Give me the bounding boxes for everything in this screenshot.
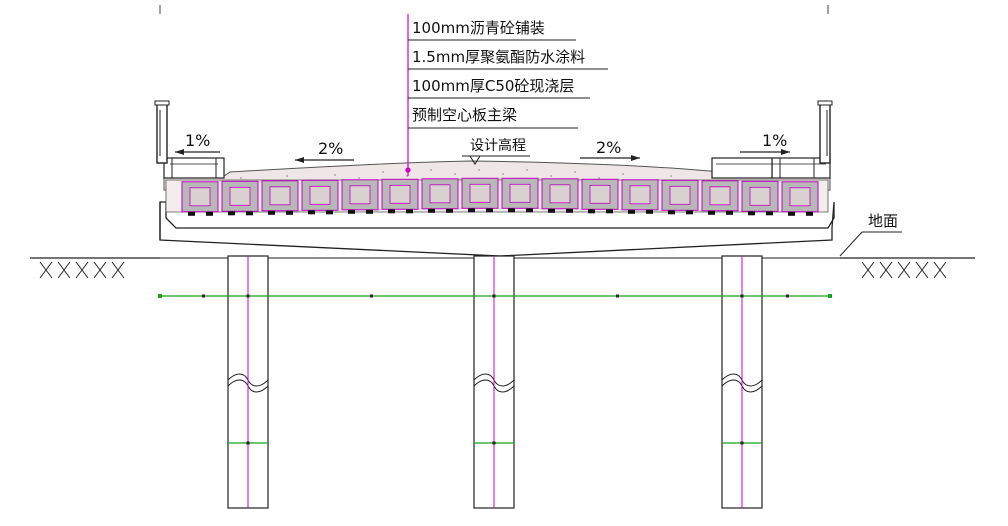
bearing-pad: [228, 211, 235, 216]
ground-right: [840, 257, 975, 279]
bearing-pad: [668, 210, 675, 215]
pile-middle: [473, 255, 515, 509]
bearing-pad: [566, 208, 573, 213]
layer-label-1: 100mm沥青砼铺装: [412, 19, 545, 37]
layer-label-3: 100mm厚C50砼现浇层: [412, 77, 574, 95]
beam-void: [349, 185, 371, 205]
callout-leader-dot: [405, 167, 411, 173]
slope-label-right-outer: 1%: [762, 131, 787, 150]
bearing-pad: [606, 209, 613, 214]
beam-void: [189, 187, 211, 207]
beam-void: [429, 184, 451, 204]
beam-void: [229, 186, 251, 206]
bearing-pad: [188, 211, 195, 216]
ground-left: [30, 257, 160, 279]
design-elevation-label: 设计高程: [470, 137, 526, 154]
slope-arrow-left-inner: 2%: [295, 139, 354, 163]
beam-void: [709, 186, 731, 206]
hollow-core-beam: [381, 178, 419, 210]
bearing-pad: [446, 208, 453, 213]
beam-void: [629, 185, 651, 205]
cap-beam: [159, 201, 835, 257]
layer-callout: 100mm沥青砼铺装 1.5mm厚聚氨酯防水涂料 100mm厚C50砼现浇层 预…: [405, 14, 608, 176]
beam-void: [669, 185, 691, 205]
bearing-pad: [326, 210, 333, 215]
bearing-pad: [308, 210, 315, 215]
beam-void: [269, 186, 291, 206]
ground-callout: 地面: [839, 212, 902, 257]
sidewalk-right: [711, 157, 831, 179]
bearing-pad: [588, 209, 595, 214]
slope-arrow-left-outer: 1%: [175, 131, 220, 155]
bearing-pad: [508, 208, 515, 213]
slope-label-right-inner: 2%: [596, 138, 621, 157]
beam-void: [749, 186, 771, 206]
design-elevation-marker: 设计高程: [462, 137, 530, 165]
beam-void: [589, 184, 611, 204]
hollow-core-beam: [661, 179, 699, 211]
slope-arrow-right-outer: 1%: [740, 131, 790, 155]
beam-void: [389, 184, 411, 204]
bearing-pad: [766, 211, 773, 216]
hollow-core-beams: [181, 177, 819, 213]
sidewalk-left: [163, 157, 225, 179]
bearing-pad: [388, 209, 395, 214]
bearing-pad: [788, 211, 795, 216]
railing-right: [817, 100, 833, 164]
bearing-pad: [246, 211, 253, 216]
bearing-pad: [806, 211, 813, 216]
pile-right: [721, 255, 763, 509]
bearing-pad: [548, 208, 555, 213]
slope-label-left-inner: 2%: [318, 139, 343, 158]
bearing-pad: [428, 208, 435, 213]
bearing-pad: [686, 210, 693, 215]
beam-void: [789, 187, 811, 207]
bearing-pad: [286, 210, 293, 215]
bearing-pad: [268, 210, 275, 215]
bearing-pad: [406, 209, 413, 214]
bearing-pad: [348, 209, 355, 214]
bearing-pad: [748, 211, 755, 216]
layer-label-4: 预制空心板主梁: [412, 106, 517, 124]
beam-void: [509, 183, 531, 203]
pile-left: [227, 255, 269, 509]
bearing-pad: [486, 208, 493, 213]
slope-label-left-outer: 1%: [185, 131, 210, 150]
beam-void: [309, 185, 331, 205]
green-dimension-upper: [158, 294, 832, 298]
railing-left: [154, 100, 170, 164]
bearing-pad: [468, 208, 475, 213]
green-dimension-lower: [228, 441, 762, 445]
ground-label: 地面: [868, 212, 898, 230]
bearing-pad: [708, 210, 715, 215]
beam-void: [549, 184, 571, 204]
bearing-pad: [366, 209, 373, 214]
bearing-pad: [206, 211, 213, 216]
beam-void: [469, 183, 491, 203]
bearing-pad: [526, 208, 533, 213]
bearing-pad: [628, 209, 635, 214]
layer-label-2: 1.5mm厚聚氨酯防水涂料: [412, 48, 585, 66]
bearings: [188, 208, 813, 216]
bearing-pad: [726, 210, 733, 215]
slope-arrow-right-inner: 2%: [580, 138, 640, 161]
bearing-pad: [646, 209, 653, 214]
